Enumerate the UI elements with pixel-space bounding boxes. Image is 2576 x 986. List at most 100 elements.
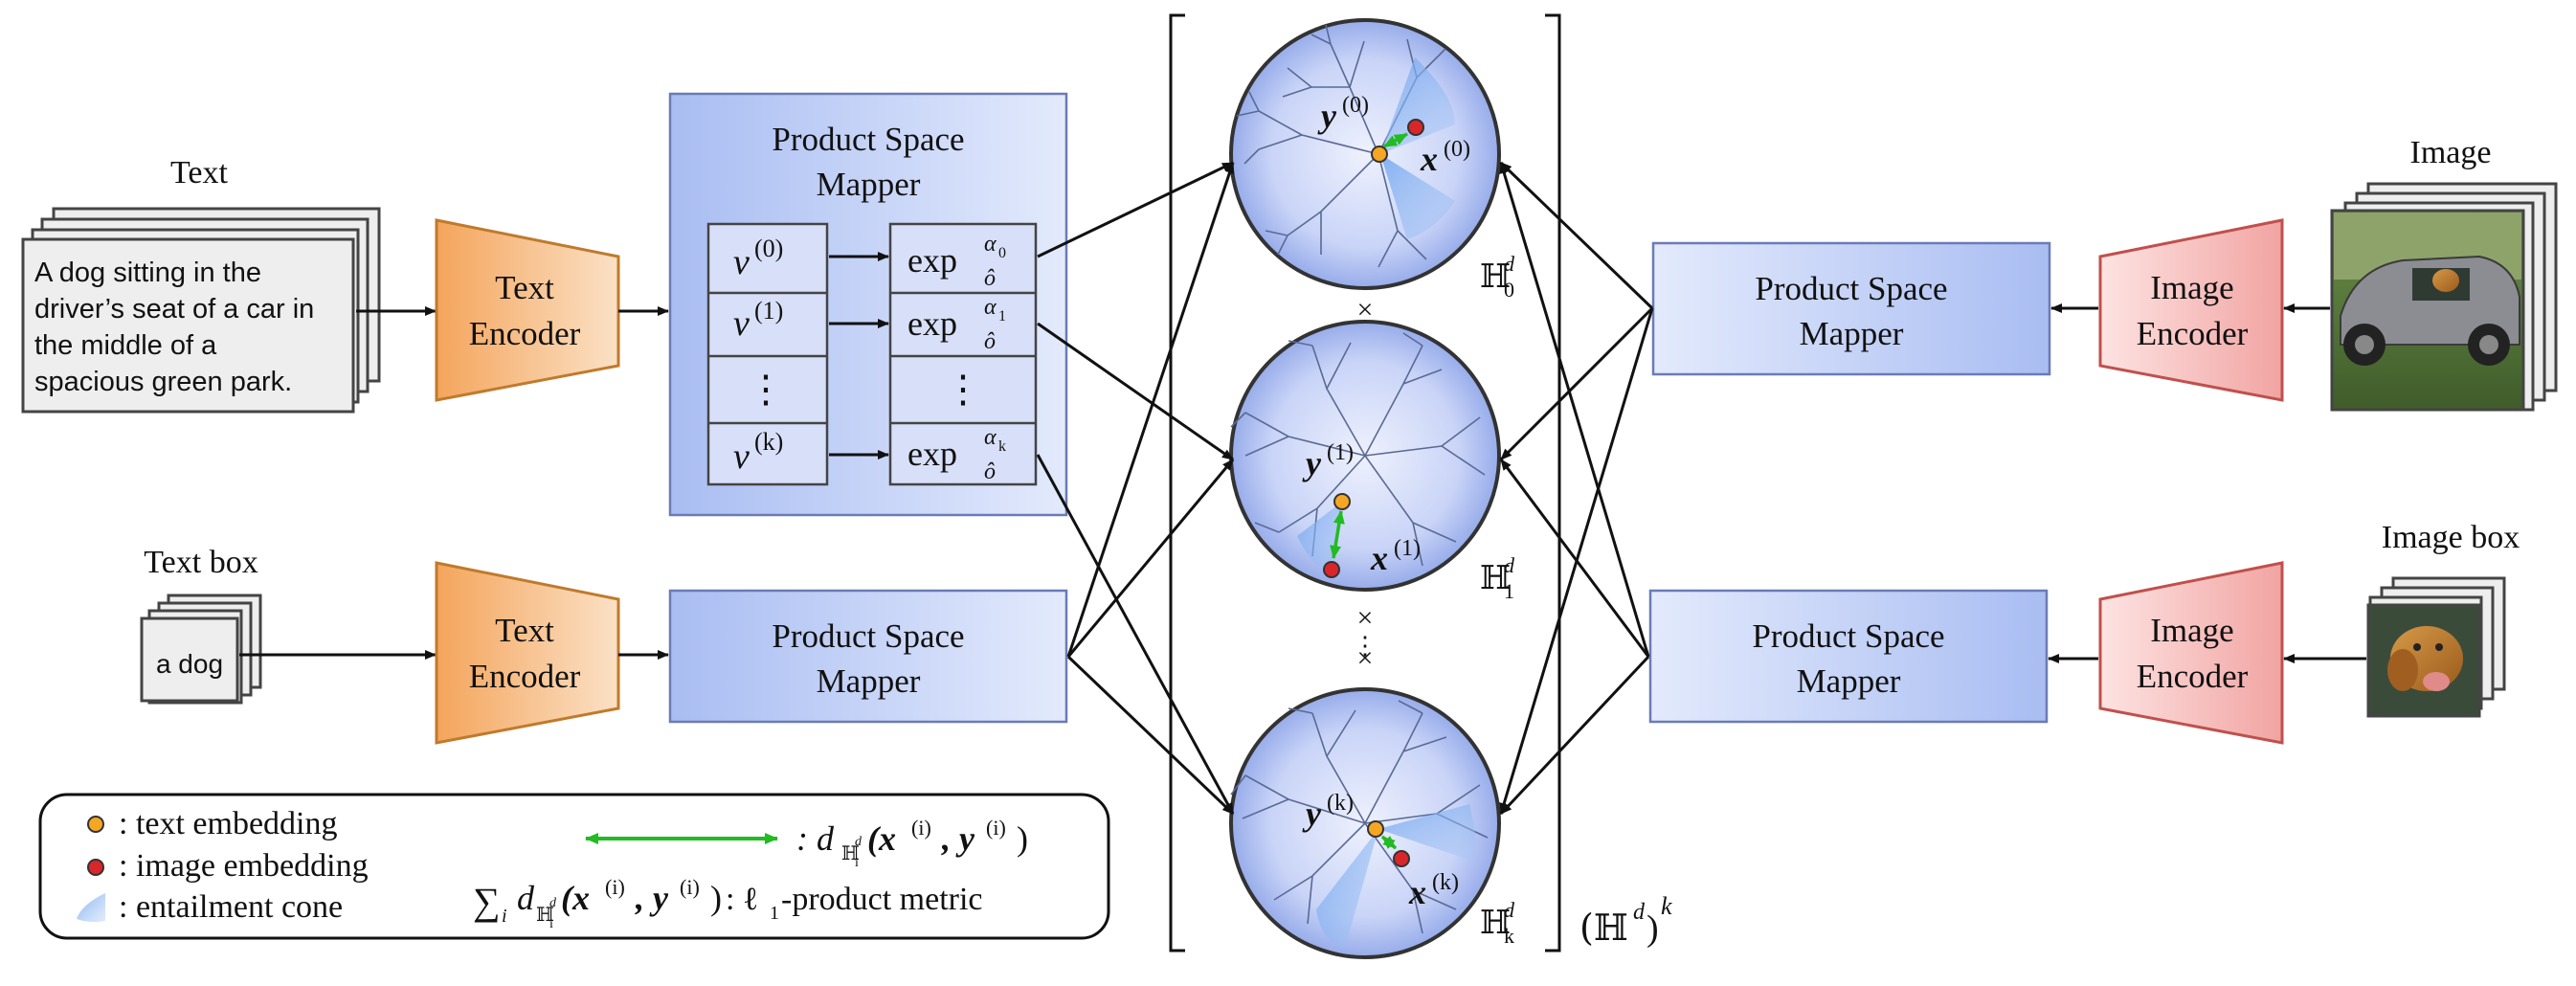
image-embedding-dot-0 xyxy=(1407,119,1424,136)
ball-labels: y (0) x (0) y (1) x (1) y (k) x (k) xyxy=(1302,93,1470,911)
svg-text:): ) xyxy=(710,879,722,917)
svg-text:(1): (1) xyxy=(754,297,783,325)
svg-text:d: d xyxy=(1504,898,1515,922)
svg-text:Image: Image xyxy=(2150,269,2233,306)
svg-text:1: 1 xyxy=(998,308,1006,325)
left-to-balls-arrows xyxy=(1036,161,1235,816)
svg-text:(0): (0) xyxy=(754,235,783,262)
svg-text:Product Space: Product Space xyxy=(772,617,964,655)
exp-vdots: ⋮ xyxy=(944,368,982,411)
vdots-sep: ⋮ xyxy=(1353,632,1378,660)
product-space-label: (ℍ xyxy=(1579,907,1628,949)
times-sep-2: × xyxy=(1357,602,1374,634)
text-input-content: A dog sitting in the driver’s seat of a … xyxy=(34,258,314,397)
svg-text:): ) xyxy=(1017,819,1028,858)
dog-crop-photo xyxy=(2366,603,2481,718)
vk: v xyxy=(733,437,750,477)
svg-text:(i): (i) xyxy=(605,875,625,899)
svg-text:(1): (1) xyxy=(1327,440,1354,465)
v-vdots: ⋮ xyxy=(747,368,785,411)
svg-text:d: d xyxy=(1633,900,1646,925)
svg-text:k: k xyxy=(1661,892,1672,920)
svg-text:d: d xyxy=(517,879,535,917)
svg-text:, y: , y xyxy=(941,819,975,858)
expk: exp xyxy=(907,435,957,473)
svg-text:(x: (x xyxy=(867,819,896,858)
svg-text:Mapper: Mapper xyxy=(1797,662,1901,700)
svg-text:i: i xyxy=(855,856,859,870)
textbox-content: a dog xyxy=(156,649,223,679)
svg-text:(k): (k) xyxy=(754,428,783,456)
svg-text:(0): (0) xyxy=(1342,93,1369,118)
svg-text:Encoder: Encoder xyxy=(469,658,581,695)
svg-text:Product Space: Product Space xyxy=(1752,617,1944,655)
svg-text:Encoder: Encoder xyxy=(2137,315,2249,352)
text-line-2: driver’s seat of a car in xyxy=(34,294,314,325)
poincare-ball-h0 xyxy=(1229,18,1501,290)
embeddings xyxy=(1323,119,1424,867)
svg-text:x: x xyxy=(1408,873,1426,911)
svg-text:-product metric: -product metric xyxy=(781,882,983,917)
times-sep-1: × xyxy=(1357,294,1374,325)
times-sep-3: × xyxy=(1357,642,1374,674)
svg-text:i: i xyxy=(549,917,553,931)
svg-text:(0): (0) xyxy=(1444,137,1470,162)
legend: : text embedding : image embedding : ent… xyxy=(38,793,1110,940)
product-space-mapper-detailed: Product Space Mapper v (0) v (1) ⋮ v (k)… xyxy=(668,92,1068,517)
svg-text:Mapper: Mapper xyxy=(1800,315,1904,352)
svg-text:ℍ: ℍ xyxy=(536,903,554,926)
svg-text:d: d xyxy=(1504,553,1515,577)
svg-text:Text: Text xyxy=(495,269,554,306)
right-to-balls-arrows xyxy=(1499,161,1654,816)
svg-text:α: α xyxy=(984,232,997,257)
svg-text:i: i xyxy=(502,906,507,927)
image-embedding-dot-k xyxy=(1393,850,1410,867)
image-input-stack xyxy=(2330,182,2558,412)
svg-text:d: d xyxy=(855,835,862,849)
image-input-title: Image xyxy=(2410,135,2492,170)
svg-text:ô: ô xyxy=(984,329,996,354)
v0: v xyxy=(733,242,750,282)
svg-text:y: y xyxy=(1302,444,1322,482)
legend-image-embedding: : image embedding xyxy=(119,848,369,884)
car-dog-photo xyxy=(2330,209,2525,412)
svg-text:: d: : d xyxy=(796,819,835,858)
svg-text:Encoder: Encoder xyxy=(2137,658,2249,695)
svg-text:x: x xyxy=(1420,140,1438,178)
product-space-mapper-text-box: Product Space Mapper xyxy=(668,589,1068,724)
text-input-title: Text xyxy=(170,155,228,190)
space-labels: ℍ d 0 ℍ d 1 ℍ d k × × ⋮ × (ℍ d ) k xyxy=(1353,252,1672,949)
product-space-bracket xyxy=(1169,13,1561,952)
poincare-ball-h1 xyxy=(1229,320,1501,592)
svg-text:, y: , y xyxy=(635,879,669,917)
svg-text:Product Space: Product Space xyxy=(772,121,964,158)
legend-text-dot xyxy=(87,816,104,833)
product-space-mapper-image: Product Space Mapper xyxy=(1651,241,2051,376)
svg-text:Mapper: Mapper xyxy=(817,662,921,700)
svg-text:ℍ: ℍ xyxy=(841,841,860,864)
text-embedding-dot-1 xyxy=(1333,493,1351,510)
exp0: exp xyxy=(907,241,957,280)
svg-text:d: d xyxy=(549,896,557,910)
svg-text:k: k xyxy=(1504,924,1514,948)
svg-text:(1): (1) xyxy=(1394,536,1421,561)
svg-text:Encoder: Encoder xyxy=(469,315,581,352)
image-embedding-dot-1 xyxy=(1323,561,1340,578)
svg-text:y: y xyxy=(1302,795,1322,833)
poincare-ball-hk xyxy=(1229,687,1501,959)
v1: v xyxy=(733,303,750,344)
legend-text-embedding: : text embedding xyxy=(119,806,338,841)
svg-text:(i): (i) xyxy=(986,816,1006,840)
image-encoder-top: Image Encoder xyxy=(2098,218,2284,402)
imagebox-input-title: Image box xyxy=(2382,520,2520,555)
svg-text:Text: Text xyxy=(495,612,554,649)
svg-text:Image: Image xyxy=(2150,612,2233,649)
svg-text:(x: (x xyxy=(561,879,590,917)
svg-text:): ) xyxy=(1646,908,1659,949)
svg-text:0: 0 xyxy=(998,245,1006,261)
svg-text:ℍ: ℍ xyxy=(1480,904,1511,942)
svg-text:(i): (i) xyxy=(911,816,931,840)
text-embedding-dot-0 xyxy=(1371,146,1388,163)
legend-image-dot xyxy=(87,859,104,876)
